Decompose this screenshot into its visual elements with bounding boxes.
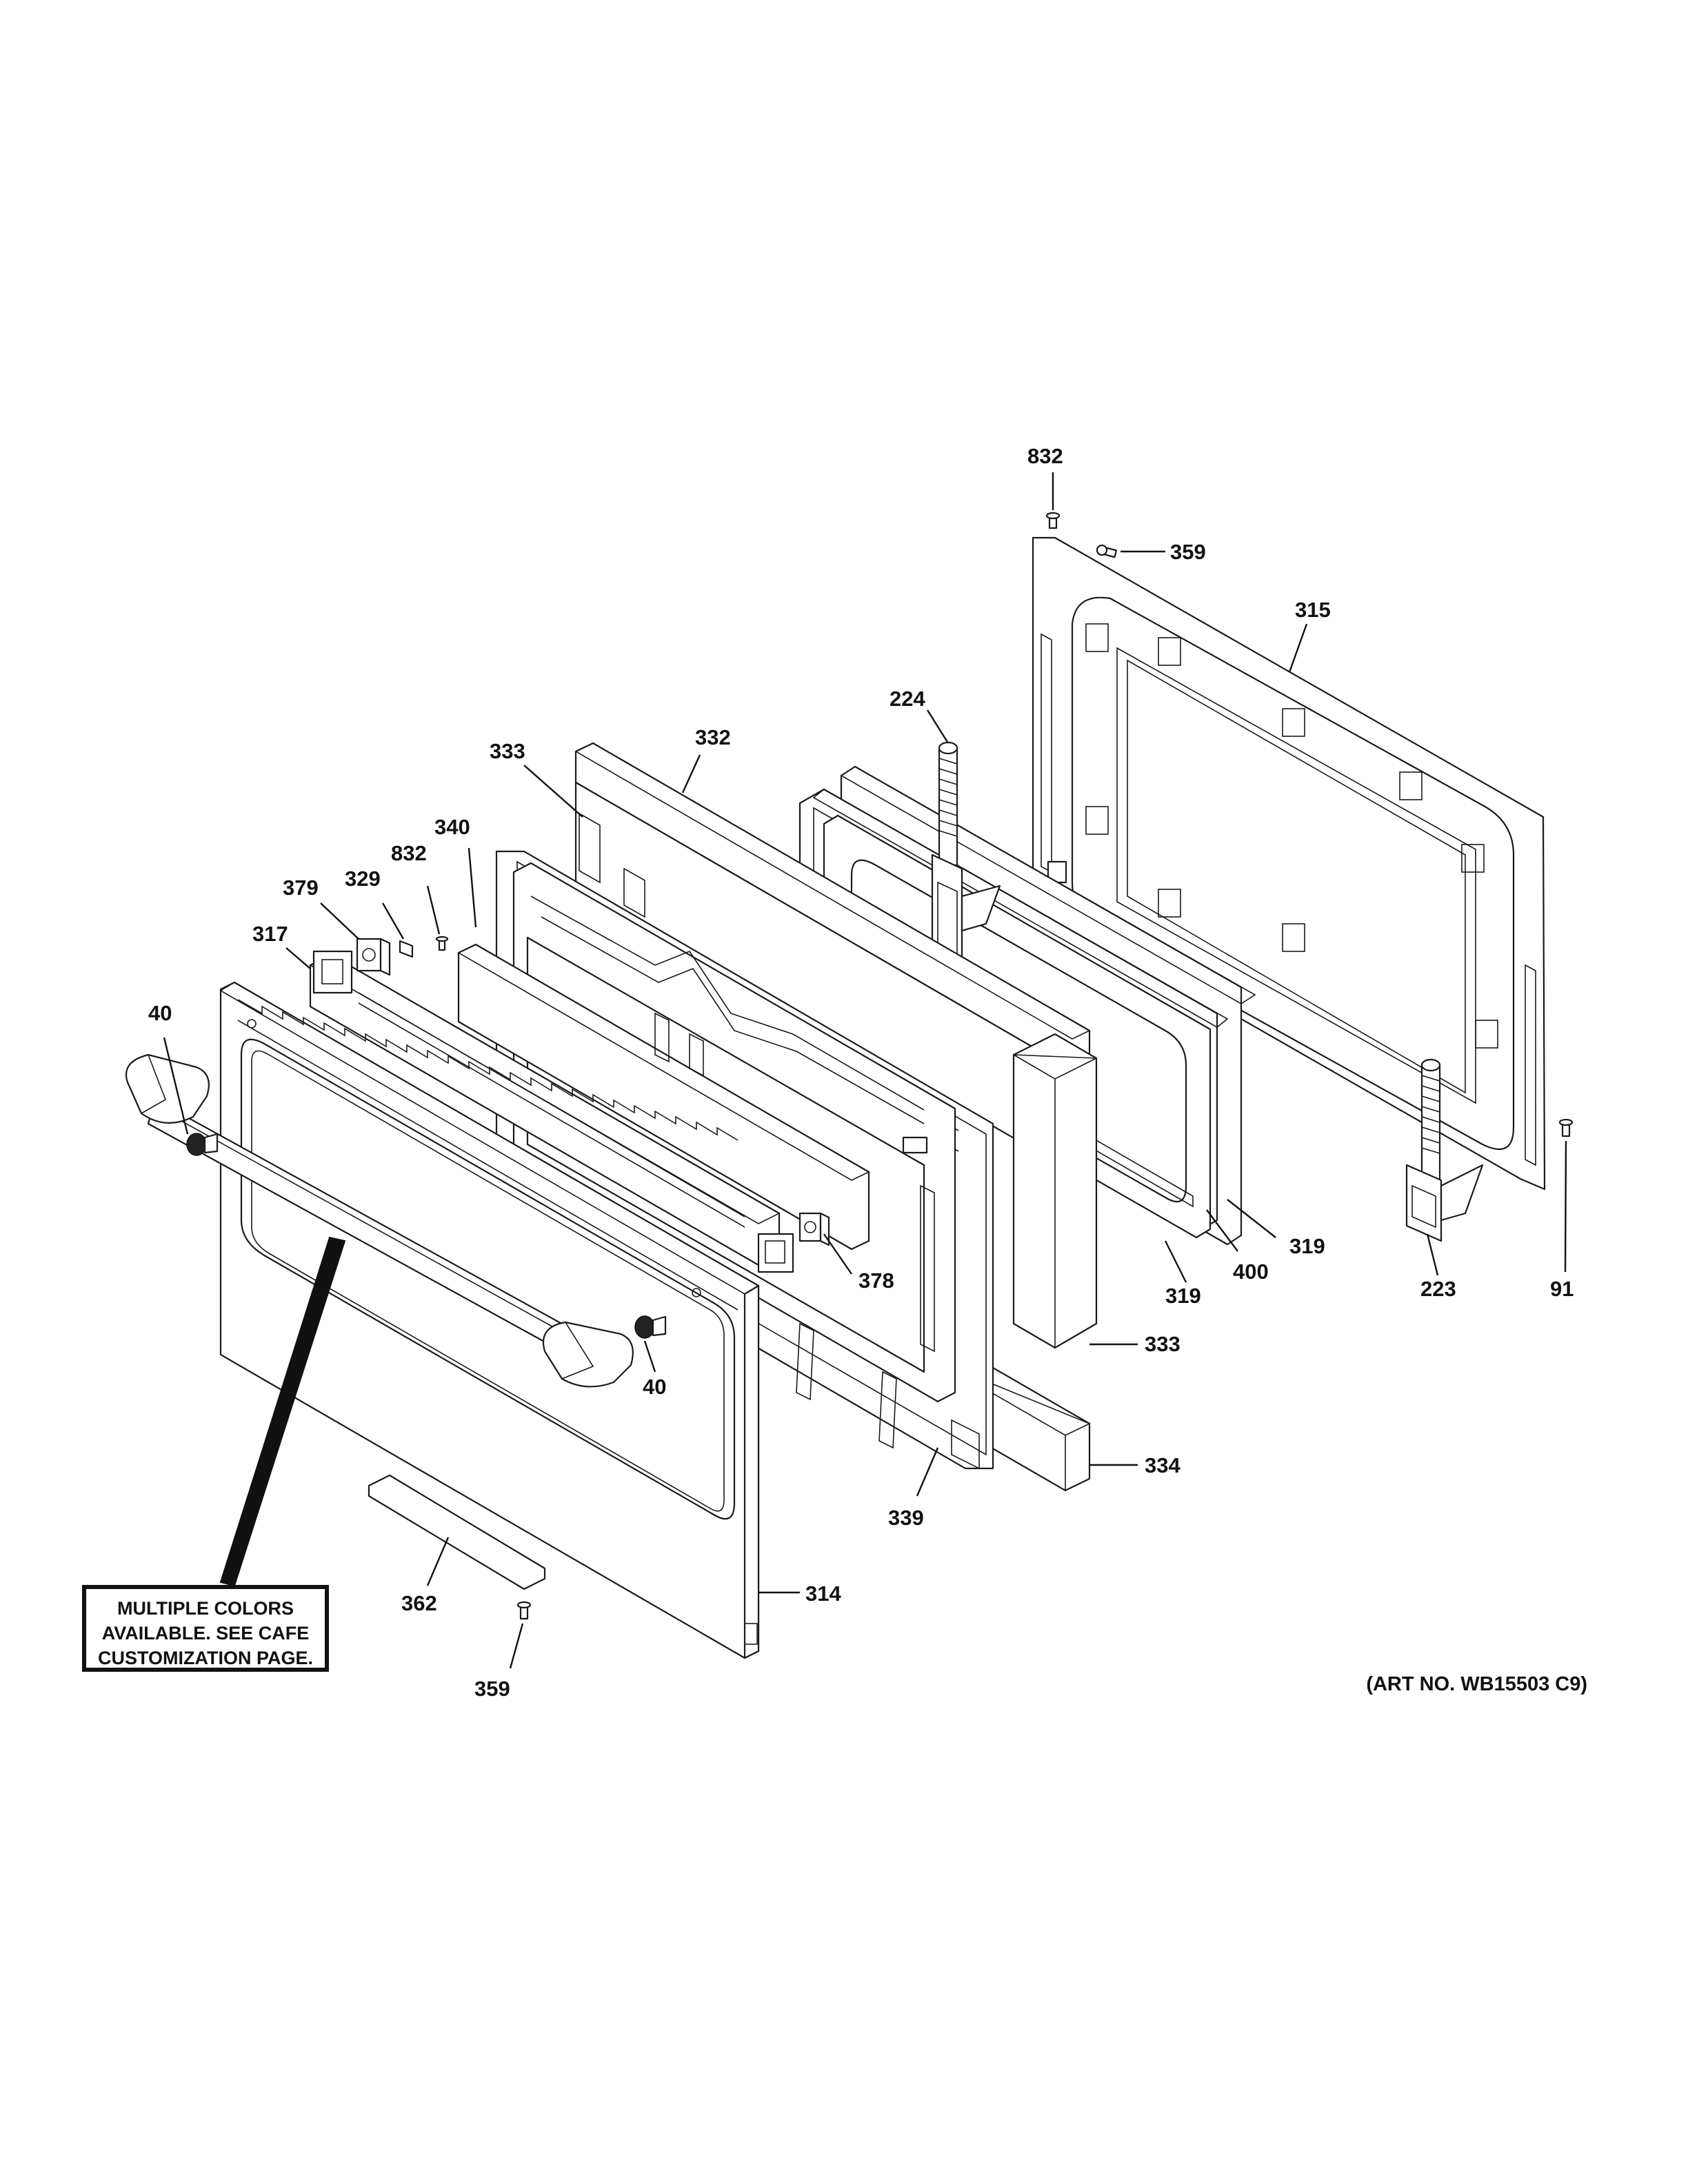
callout-832-mid: 832 — [391, 841, 427, 865]
callout-91: 91 — [1550, 1277, 1574, 1301]
callout-labels: 832 359 315 224 332 333 340 832 329 379 … — [148, 444, 1574, 1701]
multiple-colors-note: MULTIPLE COLORS AVAILABLE. SEE CAFE CUST… — [82, 1585, 329, 1672]
callout-339: 339 — [888, 1506, 924, 1530]
leader-lines — [163, 472, 1567, 1669]
part-332-insulation — [574, 742, 1091, 1173]
note-line-3: CUSTOMIZATION PAGE. — [98, 1648, 313, 1668]
callout-379: 379 — [283, 876, 319, 900]
callout-333-top: 333 — [490, 739, 525, 763]
screw-40-right — [634, 1315, 667, 1339]
callout-317: 317 — [252, 922, 288, 946]
part-378-bracket — [798, 1212, 830, 1246]
callout-378: 378 — [858, 1268, 894, 1293]
callout-333-bottom: 333 — [1145, 1332, 1180, 1356]
part-333-insulation-blocks — [1012, 1033, 1098, 1349]
callout-832-top: 832 — [1027, 444, 1063, 468]
callout-332: 332 — [695, 725, 731, 749]
callout-314: 314 — [805, 1581, 841, 1606]
callout-359-bottom: 359 — [474, 1677, 510, 1701]
screw-832-top — [1045, 512, 1061, 529]
callout-319-left: 319 — [1165, 1284, 1201, 1308]
callout-400: 400 — [1233, 1260, 1269, 1284]
note-line-2: AVAILABLE. SEE CAFE — [102, 1623, 310, 1644]
callout-40-right: 40 — [643, 1375, 666, 1399]
callout-223: 223 — [1420, 1277, 1456, 1301]
part-317-top-trim — [309, 950, 794, 1273]
note-line-1: MULTIPLE COLORS — [117, 1598, 294, 1619]
part-224-hinge-left — [931, 741, 1001, 1001]
callout-340: 340 — [434, 815, 470, 839]
callout-329: 329 — [345, 867, 381, 891]
callout-319-right: 319 — [1289, 1234, 1325, 1258]
callout-40-left: 40 — [148, 1001, 172, 1025]
part-223-hinge-right — [1405, 1058, 1484, 1242]
screw-359-top — [1096, 544, 1118, 558]
callout-359-top: 359 — [1170, 540, 1206, 564]
part-329-clip — [399, 940, 414, 958]
part-315-rear-liner — [1032, 536, 1546, 1191]
screw-91 — [1558, 1118, 1574, 1138]
callout-315: 315 — [1295, 598, 1331, 622]
part-314-outer-door — [219, 981, 760, 1659]
callout-334: 334 — [1145, 1453, 1180, 1477]
callout-224: 224 — [890, 687, 925, 711]
screw-832-mid — [435, 936, 449, 951]
part-379-bracket — [356, 938, 391, 976]
callout-362: 362 — [401, 1591, 437, 1615]
part-340-heat-shield — [457, 943, 870, 1251]
part-362-bottom-trim — [368, 1474, 546, 1590]
screw-40-left — [186, 1133, 219, 1156]
door-handle — [125, 1053, 634, 1388]
screw-359-bottom — [516, 1601, 532, 1620]
art-number: (ART NO. WB15503 C9) — [1366, 1673, 1587, 1695]
